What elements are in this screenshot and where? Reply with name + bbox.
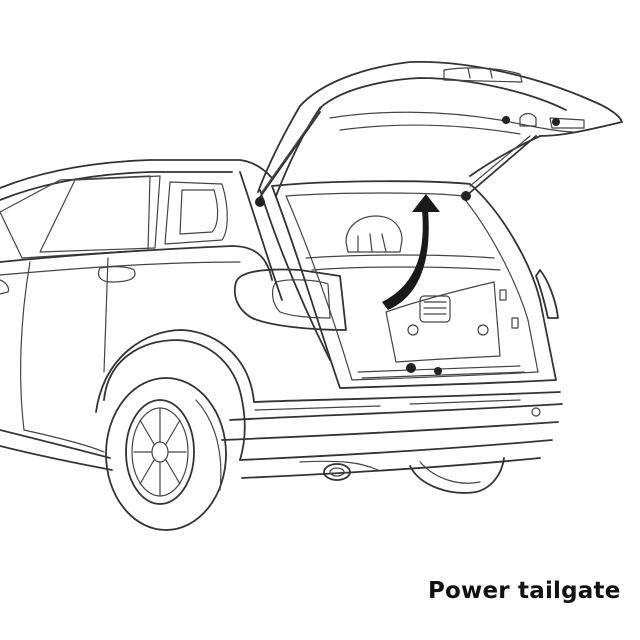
car-body xyxy=(0,159,563,481)
open-tailgate xyxy=(255,60,623,207)
rear-wheel xyxy=(105,377,227,531)
cargo-opening xyxy=(271,180,559,389)
far-wheel xyxy=(409,457,505,494)
curved-up-arrow-icon xyxy=(382,194,440,310)
figure-caption: Power tailgate xyxy=(428,578,621,604)
